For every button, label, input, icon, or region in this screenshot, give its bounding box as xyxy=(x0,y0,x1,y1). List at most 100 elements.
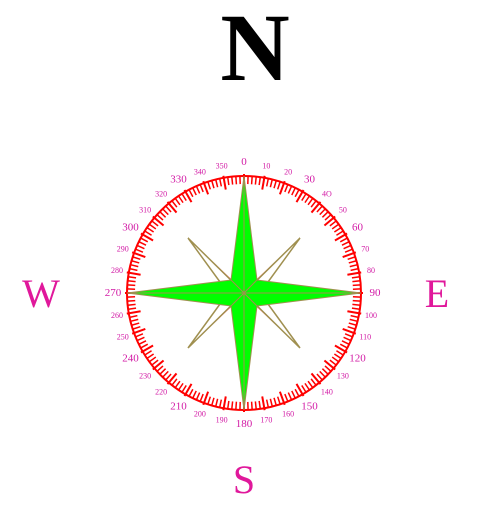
tick-310 xyxy=(153,217,164,226)
tick-184 xyxy=(236,402,237,410)
tick-168 xyxy=(267,400,269,408)
tick-186 xyxy=(232,401,233,409)
degree-label-40: 4O xyxy=(322,190,332,199)
tick-266 xyxy=(127,301,135,302)
east-label: E xyxy=(425,271,449,316)
tick-228 xyxy=(157,366,163,371)
degree-label-310: 310 xyxy=(139,206,151,215)
tick-238 xyxy=(145,351,152,355)
tick-126 xyxy=(332,357,338,362)
tick-172 xyxy=(259,401,260,409)
tick-206 xyxy=(193,391,197,398)
tick-308 xyxy=(152,221,158,226)
degree-label-170: 170 xyxy=(260,416,272,425)
tick-32 xyxy=(302,194,306,201)
south-label: S xyxy=(233,457,255,502)
tick-314 xyxy=(160,212,166,218)
degree-label-50: 50 xyxy=(339,206,347,215)
tick-246 xyxy=(137,337,144,340)
tick-16 xyxy=(274,181,276,189)
degree-label-150: 150 xyxy=(301,400,318,412)
tick-274 xyxy=(127,285,135,286)
tick-312 xyxy=(157,215,163,220)
tick-202 xyxy=(200,394,203,401)
tick-136 xyxy=(320,371,326,377)
degree-label-350: 350 xyxy=(216,161,228,170)
tick-332 xyxy=(189,190,193,197)
tick-94 xyxy=(353,301,361,302)
tick-226 xyxy=(160,369,166,375)
compass-star xyxy=(127,176,361,410)
tick-232 xyxy=(152,360,158,365)
tick-34 xyxy=(305,196,309,203)
tick-302 xyxy=(145,231,152,235)
tick-196 xyxy=(212,398,214,406)
degree-label-320: 320 xyxy=(155,190,167,199)
tick-174 xyxy=(255,401,256,409)
tick-12 xyxy=(267,179,269,187)
tick-252 xyxy=(133,327,141,329)
tick-8 xyxy=(259,177,260,185)
degree-label-340: 340 xyxy=(194,167,206,176)
tick-288 xyxy=(133,257,141,259)
degree-label-250: 250 xyxy=(117,333,129,342)
tick-156 xyxy=(288,393,291,400)
tick-106 xyxy=(349,323,357,325)
degree-label-200: 200 xyxy=(194,410,206,419)
degree-label-260: 260 xyxy=(111,311,123,320)
north-heading-label: N xyxy=(220,0,289,101)
tick-338 xyxy=(200,185,203,192)
tick-344 xyxy=(212,181,214,189)
tick-176 xyxy=(252,402,253,410)
degree-label-300: 300 xyxy=(122,222,139,234)
degree-label-20: 20 xyxy=(284,167,292,176)
tick-118 xyxy=(340,344,347,348)
tick-56 xyxy=(334,228,341,232)
degree-label-280: 280 xyxy=(111,266,123,275)
tick-134 xyxy=(322,369,328,375)
tick-116 xyxy=(342,341,349,345)
degree-label-290: 290 xyxy=(117,244,129,253)
tick-22 xyxy=(285,185,288,192)
tick-348 xyxy=(220,179,222,187)
tick-164 xyxy=(274,398,276,406)
tick-44 xyxy=(320,209,326,215)
degree-label-10: 10 xyxy=(262,161,270,170)
tick-42 xyxy=(317,206,322,212)
tick-158 xyxy=(285,394,288,401)
tick-198 xyxy=(208,397,210,405)
tick-328 xyxy=(182,194,186,201)
tick-112 xyxy=(345,334,352,337)
tick-294 xyxy=(137,245,144,248)
tick-324 xyxy=(175,198,180,204)
tick-152 xyxy=(295,389,299,396)
tick-262 xyxy=(128,308,136,309)
tick-296 xyxy=(139,242,146,246)
tick-64 xyxy=(342,242,349,246)
degree-label-240: 240 xyxy=(122,353,139,365)
tick-216 xyxy=(175,381,180,387)
tick-114 xyxy=(344,337,351,340)
tick-144 xyxy=(308,381,313,387)
tick-74 xyxy=(349,261,357,263)
degree-label-330: 330 xyxy=(170,174,187,186)
degree-label-70: 70 xyxy=(361,244,369,253)
tick-354 xyxy=(232,177,233,185)
tick-278 xyxy=(128,277,136,278)
tick-320 xyxy=(168,202,177,213)
tick-154 xyxy=(292,391,296,398)
tick-14 xyxy=(270,179,272,187)
tick-346 xyxy=(216,179,218,187)
tick-242 xyxy=(141,344,148,348)
tick-68 xyxy=(345,249,352,252)
tick-122 xyxy=(336,351,343,355)
tick-286 xyxy=(132,261,140,263)
tick-248 xyxy=(136,334,143,337)
tick-40 xyxy=(311,202,320,213)
tick-140 xyxy=(311,373,320,384)
degree-label-30: 30 xyxy=(304,174,316,186)
tick-148 xyxy=(302,385,306,392)
tick-276 xyxy=(128,281,136,282)
tick-78 xyxy=(351,269,359,271)
